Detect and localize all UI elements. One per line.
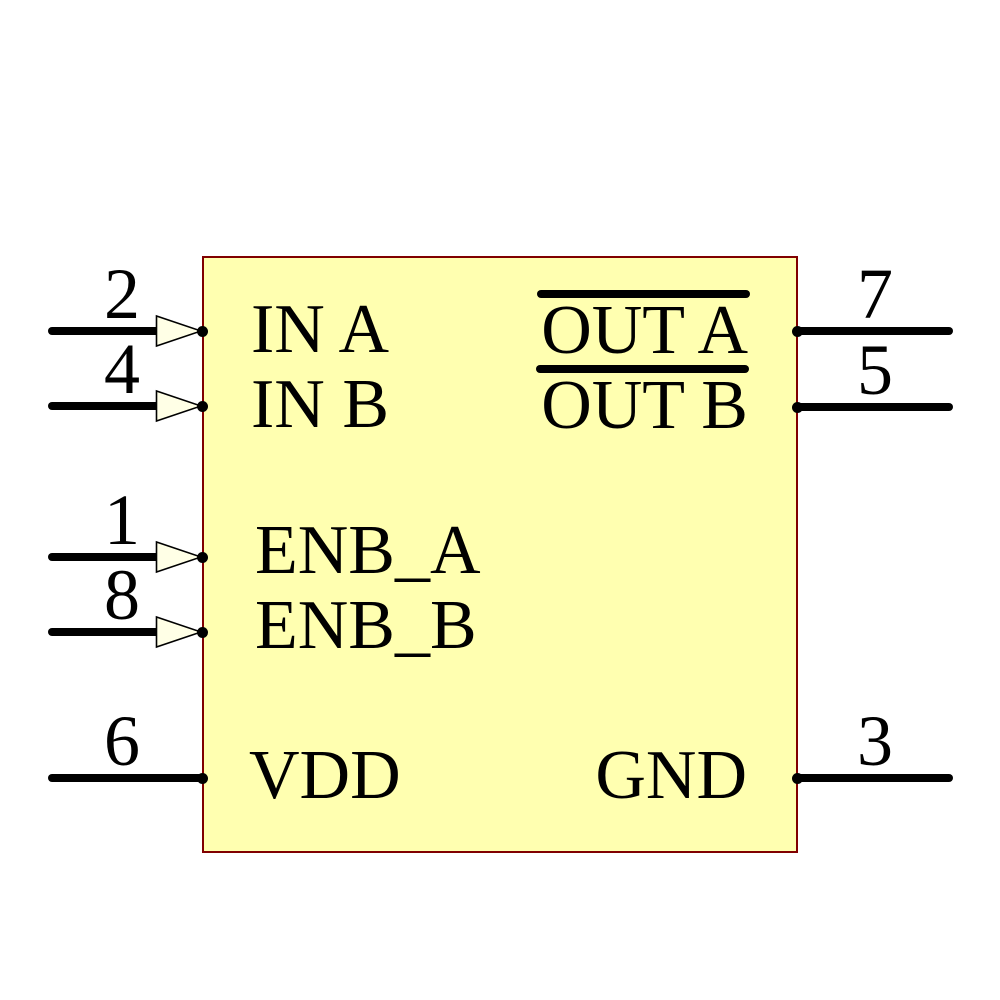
pin-5-number: 5 — [857, 330, 893, 410]
pin-3-line[interactable] — [797, 774, 953, 782]
pin-3-connection-dot — [792, 773, 803, 784]
pin-8-number: 8 — [104, 555, 140, 635]
pin-4-connection-dot — [197, 401, 208, 412]
pin-1-input-arrow-icon — [155, 540, 203, 574]
pin-6-line[interactable] — [48, 774, 202, 782]
pin-2-connection-dot — [197, 326, 208, 337]
pin-5-connection-dot — [792, 402, 803, 413]
pin-4-number: 4 — [104, 329, 140, 409]
pin-name-vdd: VDD — [249, 737, 401, 814]
pin-3-number: 3 — [857, 701, 893, 781]
pin-name-gnd: GND — [595, 737, 747, 814]
pin-1-line[interactable] — [48, 553, 159, 561]
overbar-out-a — [537, 290, 750, 298]
pin-name-enb-a: ENB_A — [255, 512, 481, 589]
pin-6-connection-dot — [197, 773, 208, 784]
component-body[interactable] — [202, 256, 798, 853]
pin-5-line[interactable] — [797, 403, 953, 411]
pin-6-number: 6 — [104, 701, 140, 781]
pin-8-input-arrow-icon — [155, 615, 203, 649]
pin-name-out-b: OUT B — [541, 367, 748, 444]
pin-name-out-a: OUT A — [541, 292, 748, 369]
pin-8-line[interactable] — [48, 628, 159, 636]
pin-2-number: 2 — [104, 254, 140, 334]
pin-4-input-arrow-icon — [155, 389, 203, 423]
pin-name-in-b: IN B — [251, 366, 390, 443]
pin-7-line[interactable] — [797, 327, 953, 335]
overbar-out-b — [536, 365, 749, 373]
pin-2-input-arrow-icon — [155, 314, 203, 348]
pin-1-number: 1 — [104, 480, 140, 560]
pin-7-connection-dot — [792, 326, 803, 337]
pin-8-connection-dot — [197, 627, 208, 638]
pin-7-number: 7 — [857, 254, 893, 334]
pin-4-line[interactable] — [48, 402, 159, 410]
pin-2-line[interactable] — [48, 327, 159, 335]
pin-name-in-a: IN A — [251, 291, 390, 368]
pin-name-enb-b: ENB_B — [255, 587, 477, 664]
pin-1-connection-dot — [197, 552, 208, 563]
